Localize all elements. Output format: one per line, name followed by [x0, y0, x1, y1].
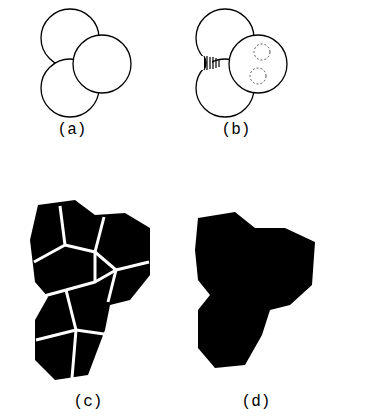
- subfigure-label: (a): [58, 122, 87, 138]
- particle: [73, 35, 131, 93]
- grains-c: [30, 200, 150, 380]
- particles-a: [41, 9, 131, 117]
- dense-body: [195, 212, 315, 368]
- subfigure-label: (d): [242, 394, 271, 410]
- grain-boundaries: [34, 206, 149, 378]
- particles-b: [196, 9, 287, 117]
- grain-body: [30, 200, 150, 380]
- particle: [229, 35, 287, 93]
- subfigure-label: (c): [74, 394, 103, 410]
- neck-fill: [198, 56, 212, 70]
- neck-hatching: [204, 56, 219, 70]
- pores: [250, 44, 270, 84]
- subfigure-label: (b): [222, 122, 251, 138]
